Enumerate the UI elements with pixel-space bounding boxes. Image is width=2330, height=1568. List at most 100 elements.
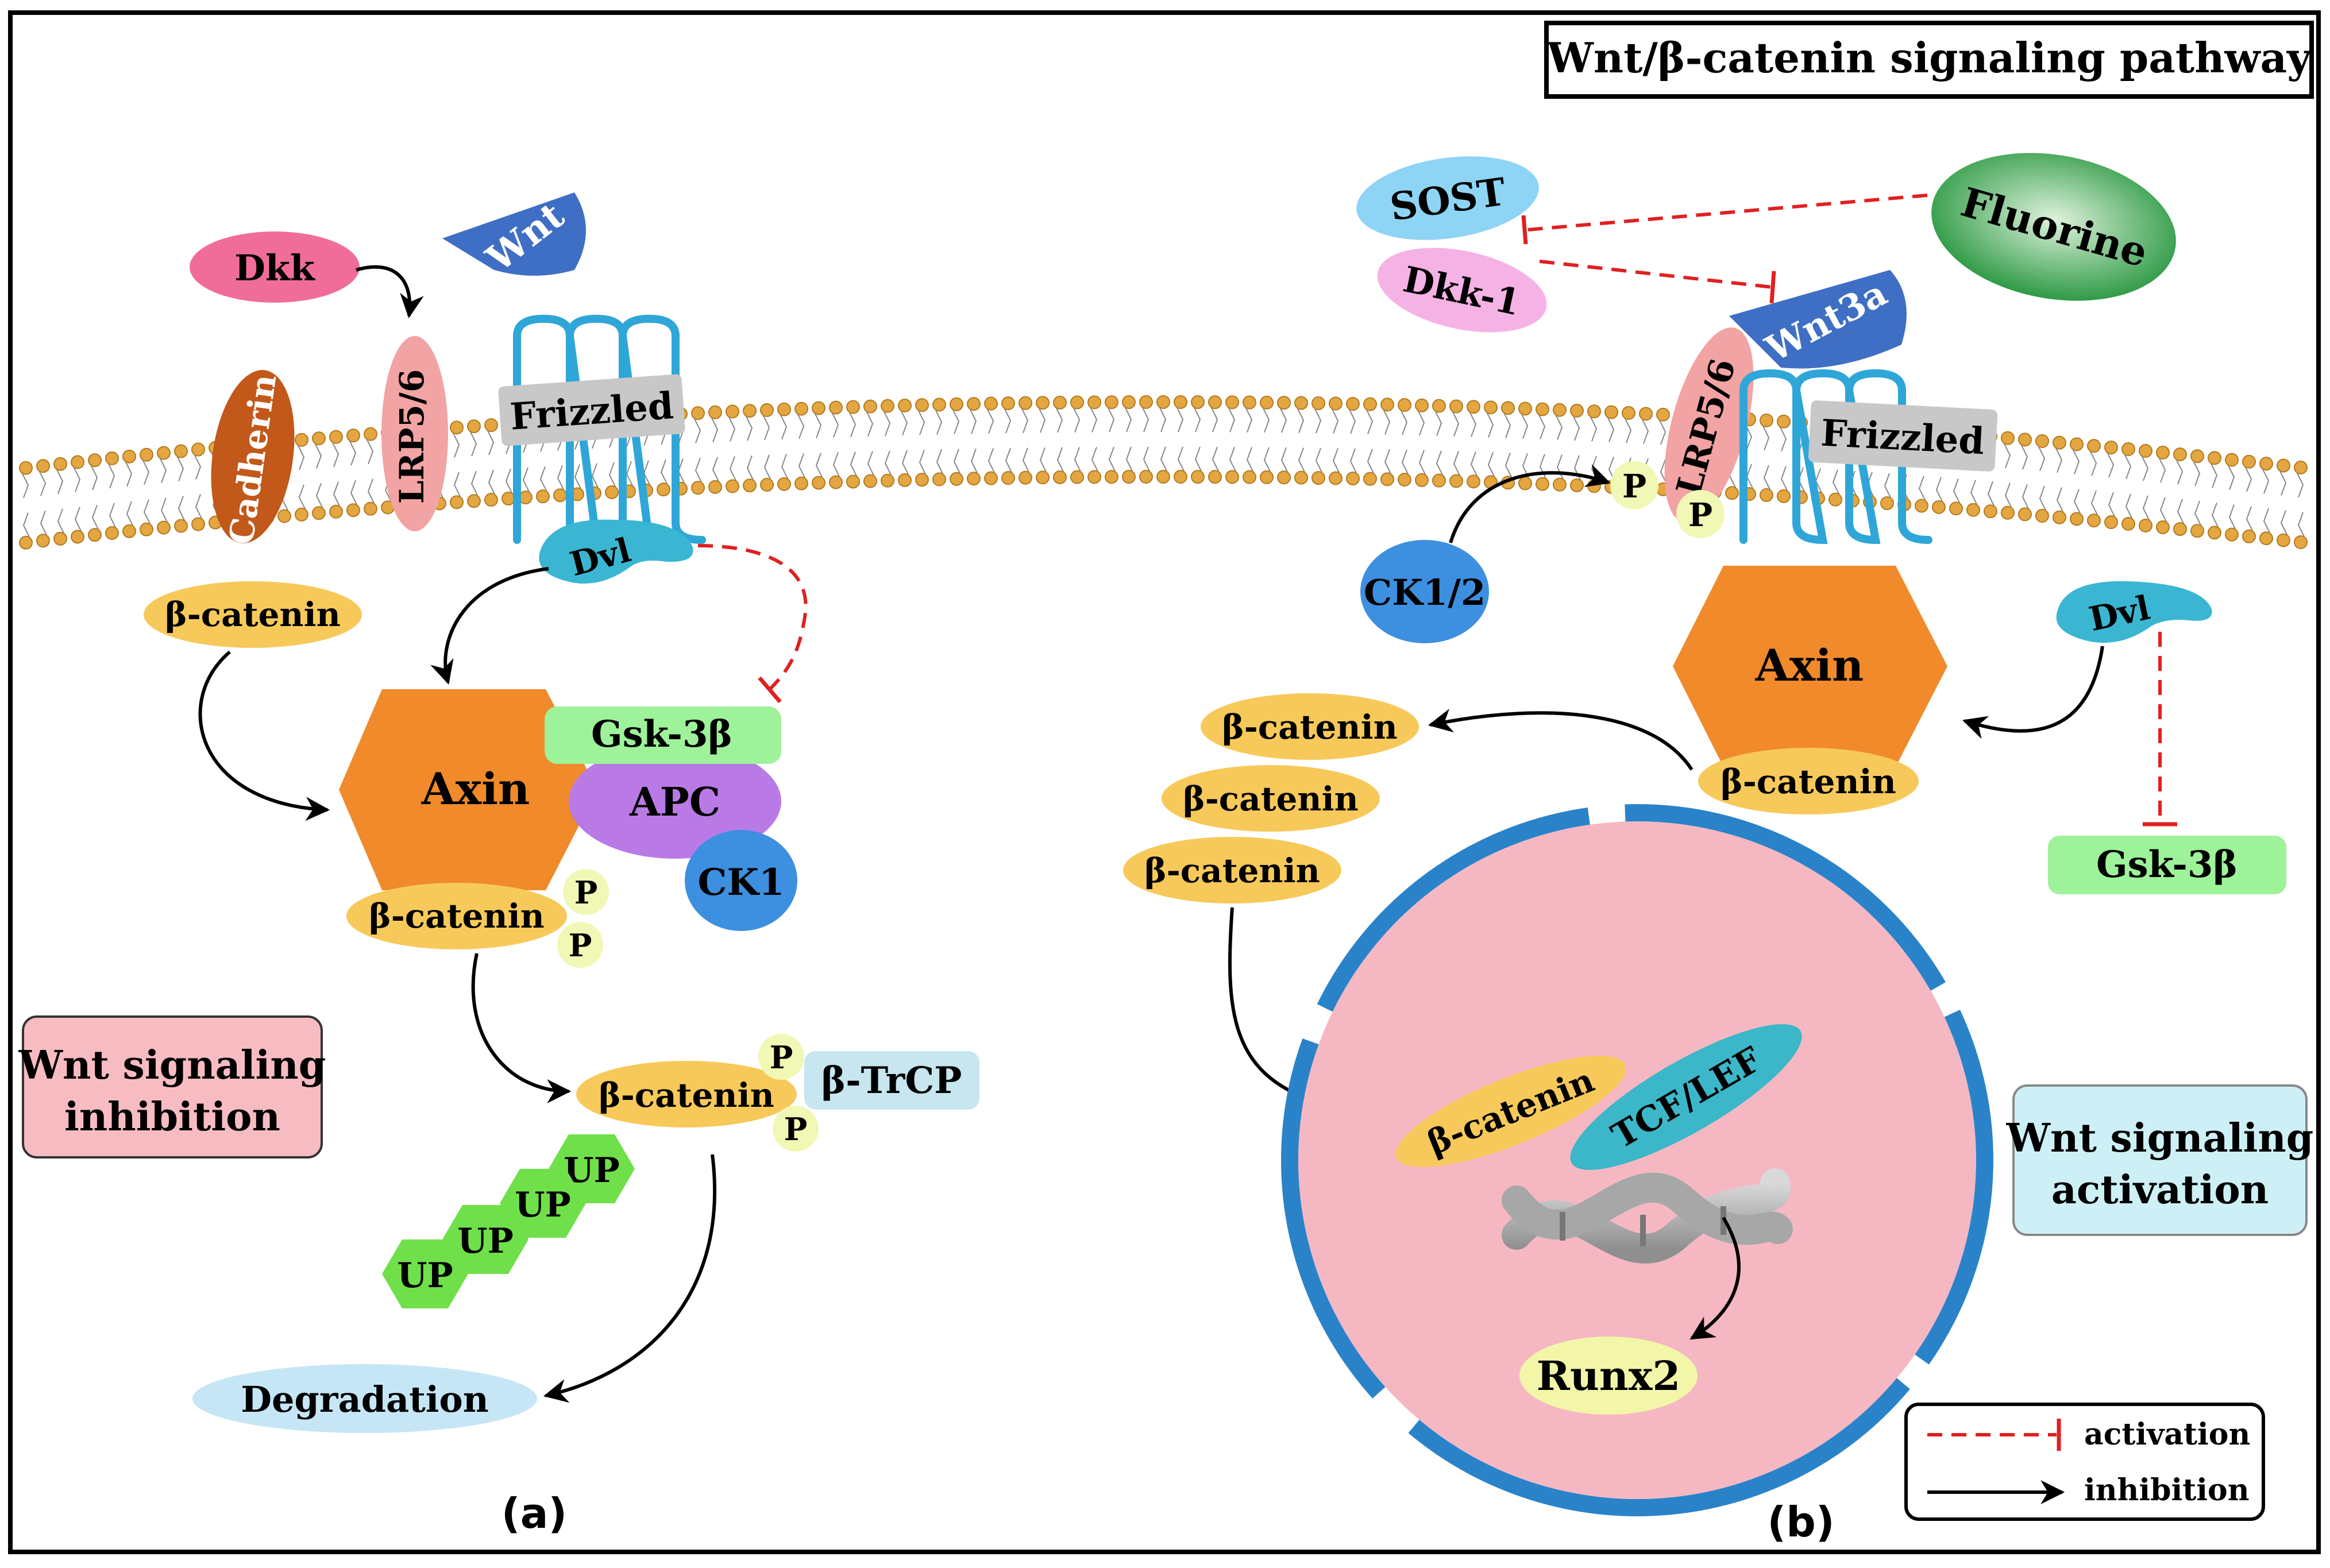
lipid-tail: [1573, 416, 1580, 441]
lipid-head: [2001, 505, 2015, 520]
bcatenin-axin-label-b: β-catenin: [1721, 762, 1896, 801]
bcatenin-complex-label-a: β-catenin: [369, 897, 545, 936]
lipid-head: [726, 479, 739, 493]
lipid-tail: [2090, 451, 2097, 476]
phospho-label-a4: P: [784, 1111, 808, 1148]
lipid-tail: [2021, 445, 2028, 470]
lipid-tail: [2263, 508, 2270, 533]
lipid-head: [829, 475, 843, 489]
lipid-tail: [849, 412, 857, 437]
lipid-head: [1518, 476, 1532, 491]
lipid-tail: [126, 501, 133, 526]
lipid-head: [1311, 471, 1325, 485]
to-degradation-arrow: [543, 1154, 717, 1403]
lipid-head: [140, 447, 153, 462]
lipid-tail: [952, 410, 960, 435]
lipid-head: [1260, 470, 1274, 484]
bcatenin-stack-2: [1162, 765, 1380, 832]
bcat-to-axin-arrow: [198, 650, 330, 821]
lipid-tail: [1125, 446, 1133, 472]
lipid-head: [2242, 454, 2256, 469]
lipid-head: [88, 453, 102, 468]
lipid-head: [1966, 503, 1980, 517]
lipid-tail: [1538, 415, 1546, 439]
lipid-tail: [1504, 413, 1511, 438]
lipid-head: [898, 398, 912, 412]
lipid-head: [2173, 522, 2187, 536]
lipid-tail: [91, 465, 98, 491]
lipid-head: [1363, 397, 1377, 411]
lipid-tail: [1332, 409, 1339, 434]
lipid-head: [915, 398, 929, 412]
lipid-tail: [2142, 456, 2149, 481]
frizzled-receptor-b: [1739, 369, 1932, 544]
lipid-tail: [2090, 490, 2098, 515]
lipid-tail: [1366, 410, 1374, 435]
lipid-head: [846, 400, 860, 414]
lipid-head: [863, 399, 877, 414]
lipid-head: [794, 401, 808, 416]
dna-helix: [1502, 1168, 1793, 1264]
ck12-label: CK1/2: [1364, 571, 1486, 613]
lipid-tail: [350, 480, 357, 505]
dkk1-node: [1377, 248, 1547, 333]
lipid-head: [812, 401, 825, 415]
lipid-tail: [2297, 473, 2304, 498]
lipid-tail: [557, 465, 564, 490]
lipid-tail: [2159, 497, 2167, 522]
lipid-tail: [574, 464, 581, 489]
dvl-gsk-bar: [758, 676, 782, 704]
lipid-head: [932, 397, 946, 412]
lipid-head: [950, 397, 963, 411]
lipid-head: [1984, 504, 1997, 519]
lipid-tail: [694, 418, 701, 443]
lipid-head: [1122, 395, 1136, 410]
bcatenin-membrane-a: [144, 581, 362, 648]
inhibition-box-line2: inhibition: [64, 1094, 280, 1140]
dvl-to-axin-arrow: [430, 567, 549, 685]
gsk-node-b: [2048, 836, 2286, 894]
lipid-head: [450, 495, 464, 509]
lipid-tail: [2038, 446, 2046, 472]
lipid-head: [932, 472, 946, 486]
lipid-tail: [1660, 459, 1667, 484]
lipid-tail: [1108, 446, 1116, 472]
lipid-head: [2087, 513, 2101, 528]
lipid-tail: [2211, 463, 2218, 488]
lipid-head: [1880, 496, 1894, 511]
lipid-head: [157, 446, 171, 460]
lipid-head: [346, 428, 360, 443]
to-trcp-arrow: [471, 953, 572, 1103]
lipid-head: [1553, 403, 1567, 417]
lipid-head: [36, 459, 50, 473]
lipid-tail: [2107, 453, 2115, 478]
lipid-tail: [1418, 411, 1425, 436]
lipid-tail: [40, 510, 47, 535]
lipid-head: [1294, 470, 1308, 485]
lipid-tail: [74, 468, 81, 492]
lipid-tail: [970, 409, 977, 434]
envelope-segment: [1408, 1378, 1910, 1517]
lipid-tail: [522, 467, 530, 492]
lipid-tail: [1125, 407, 1132, 432]
lipid-head: [191, 517, 205, 531]
lipid-tail: [1212, 446, 1219, 472]
lipid-tail: [1384, 449, 1391, 474]
lipid-tail: [57, 508, 64, 534]
lipid-head: [174, 519, 188, 533]
lipid-tail: [1263, 447, 1271, 472]
lipid-head: [2156, 446, 2170, 460]
lipid-head: [760, 403, 774, 418]
lipid-head: [1311, 396, 1325, 411]
lipid-head: [467, 419, 481, 434]
lipid-tail: [832, 452, 840, 477]
lipid-head: [277, 509, 291, 523]
phospho-a4: [773, 1106, 819, 1152]
lipid-tail: [1022, 447, 1029, 473]
lipid-head: [605, 485, 619, 500]
lipid-tail: [160, 458, 167, 483]
lipid-tail: [1470, 451, 1478, 476]
lipid-tail: [1229, 447, 1236, 472]
lipid-head: [2294, 535, 2308, 550]
lipid-tail: [91, 504, 99, 530]
